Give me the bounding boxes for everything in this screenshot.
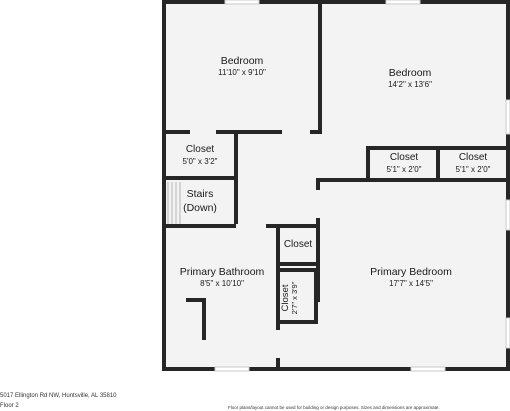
footer-floor: Floor 2: [0, 403, 19, 409]
room-dims: 11'10" x 9'10": [218, 68, 266, 78]
stairs-treads: [167, 182, 181, 224]
room-dims: 14'2" x 13'6": [388, 80, 432, 90]
room-name: Primary Bathroom: [179, 266, 265, 278]
room-label-primary-bathroom: Primary Bathroom 8'5" x 10'10": [168, 266, 276, 288]
floor-area: [163, 0, 510, 371]
room-name: Bedroom: [220, 55, 264, 67]
room-label-closet-left: Closet 5'0" x 3'2": [172, 144, 228, 166]
room-dims: 5'0" x 3'2": [182, 156, 218, 166]
room-label-bedroom-right: Bedroom 14'2" x 13'6": [370, 67, 450, 89]
room-label-closet-bath: Closet: [280, 239, 316, 251]
room-dims: 5'1" x 2'0": [455, 164, 491, 174]
room-label-bedroom-left: Bedroom 11'10" x 9'10": [200, 55, 284, 77]
room-label-stairs: Stairs (Down): [176, 188, 224, 214]
room-dims: 17'7" x 14'5": [389, 279, 433, 289]
room-name: Primary Bedroom: [370, 266, 452, 278]
room-name: Closet: [458, 152, 488, 163]
room-dims: 5'1" x 2'0": [386, 164, 422, 174]
room-label-closet-mid: Closet 5'1" x 2'0": [374, 152, 434, 174]
room-dims: 2'7" x 3'9": [290, 281, 300, 315]
room-name: Closet: [283, 239, 313, 250]
room-name: Bedroom: [388, 67, 432, 79]
footer-disclaimer: Floor plans/layout cannot be used for bu…: [228, 405, 440, 410]
footer-address: 5017 Ellington Rd NW, Huntsville, AL 358…: [0, 393, 117, 399]
room-name: Closet: [389, 152, 419, 163]
windows: [214, 0, 510, 372]
room-label-closet-vertical: Closet 2'7" x 3'9": [280, 273, 301, 323]
room-dims: 8'5" x 10'10": [200, 279, 244, 289]
door-openings: [190, 130, 323, 358]
room-name: Closet: [185, 144, 215, 155]
stairs-line-2: (Down): [183, 202, 217, 215]
stairs-line-1: Stairs: [186, 188, 214, 200]
room-label-closet-right: Closet 5'1" x 2'0": [442, 152, 504, 174]
room-label-primary-bedroom: Primary Bedroom 17'7" x 14'5": [354, 266, 468, 288]
